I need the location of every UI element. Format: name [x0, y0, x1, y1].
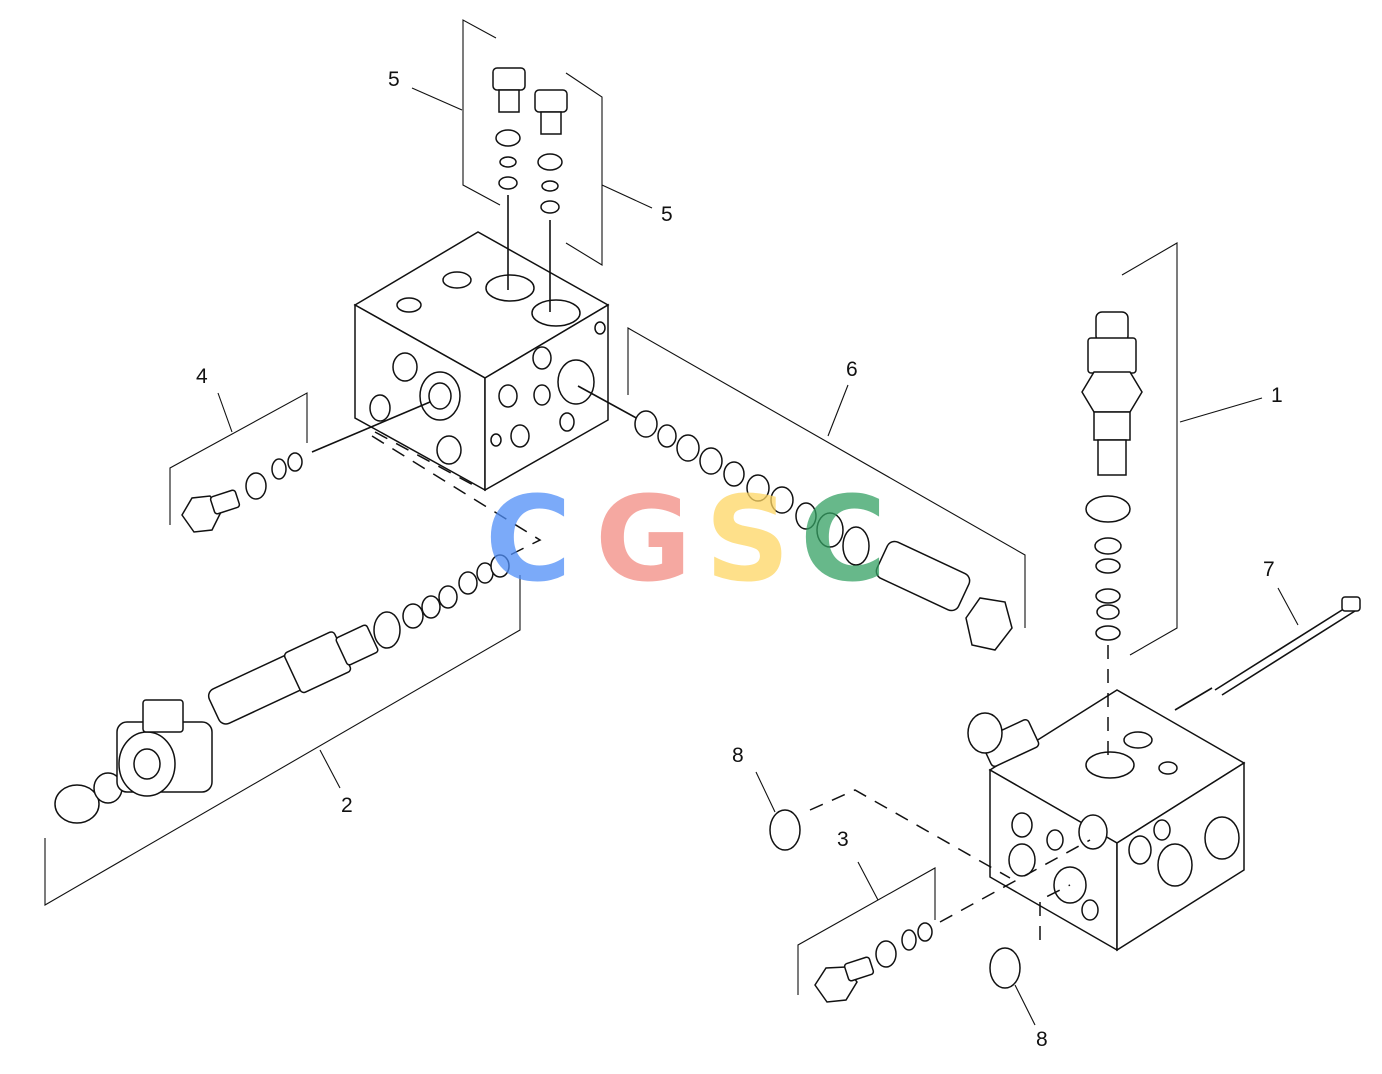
callout-5-right: 5	[661, 203, 673, 226]
callout-leaders	[217, 87, 1299, 1026]
right-valve-block	[967, 689, 1246, 952]
callout-4: 4	[196, 365, 208, 388]
lower-plug-assembly	[797, 839, 1091, 1003]
callout-3: 3	[837, 828, 849, 851]
through-bolt	[1174, 596, 1361, 711]
blanking-plates	[769, 789, 1071, 989]
watermark-letter-g: G	[595, 470, 692, 608]
callout-8-bottom: 8	[1036, 1028, 1048, 1051]
watermark-letter-s: S	[705, 470, 790, 608]
pressure-valve-cartridge	[1081, 242, 1178, 760]
callout-5-top: 5	[388, 68, 400, 91]
callout-6: 6	[846, 358, 858, 381]
cartridge-valve-assembly	[577, 327, 1026, 651]
callout-8-left: 8	[732, 744, 744, 767]
watermark-letter-c2: C	[800, 470, 887, 608]
plug-assembly	[169, 392, 431, 533]
watermark-logo: C G S C	[485, 470, 887, 608]
solenoid-valve-assembly	[44, 435, 542, 906]
relief-valve-cartridges	[462, 19, 603, 312]
callout-7: 7	[1263, 558, 1275, 581]
watermark-letter-c1: C	[485, 470, 572, 608]
left-valve-block	[353, 231, 610, 492]
callout-2: 2	[341, 794, 353, 817]
callout-1: 1	[1271, 384, 1283, 407]
